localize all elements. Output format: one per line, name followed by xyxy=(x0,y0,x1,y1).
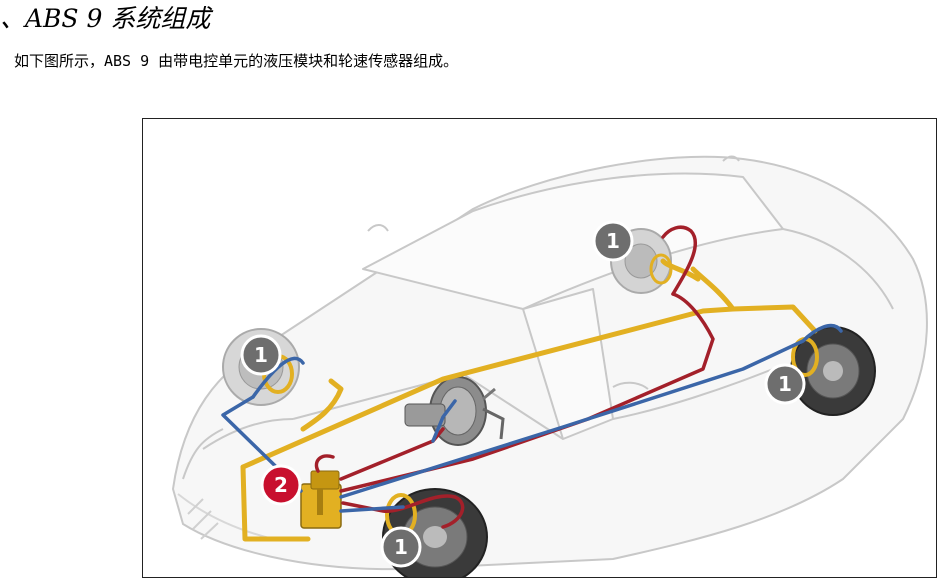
svg-text:1: 1 xyxy=(394,535,408,559)
abs-system-figure: 1 1 1 1 2 xyxy=(142,118,937,578)
svg-text:1: 1 xyxy=(254,343,268,367)
callout-rear-left-sensor: 1 xyxy=(592,220,634,262)
car-illustration: 1 1 1 1 2 xyxy=(172,155,928,577)
callout-front-right-sensor: 1 xyxy=(380,526,422,568)
car-body-outline xyxy=(172,155,928,571)
section-heading: 、ABS 9 系统组成 xyxy=(0,4,211,33)
svg-text:1: 1 xyxy=(778,372,792,396)
callout-hydraulic-unit: 2 xyxy=(260,464,302,506)
brake-lines-red xyxy=(314,225,715,529)
svg-text:2: 2 xyxy=(274,473,288,497)
intro-paragraph: 如下图所示，ABS 9 由带电控单元的液压模块和轮速传感器组成。 xyxy=(14,52,459,70)
brake-lines-blue xyxy=(221,323,843,513)
svg-text:1: 1 xyxy=(606,229,620,253)
callout-rear-right-sensor: 1 xyxy=(764,363,806,405)
brake-lines-yellow xyxy=(240,258,818,542)
rear-right-brake-disc xyxy=(790,326,876,416)
callout-front-left-sensor: 1 xyxy=(240,334,282,376)
hydraulic-unit-block xyxy=(300,470,342,529)
